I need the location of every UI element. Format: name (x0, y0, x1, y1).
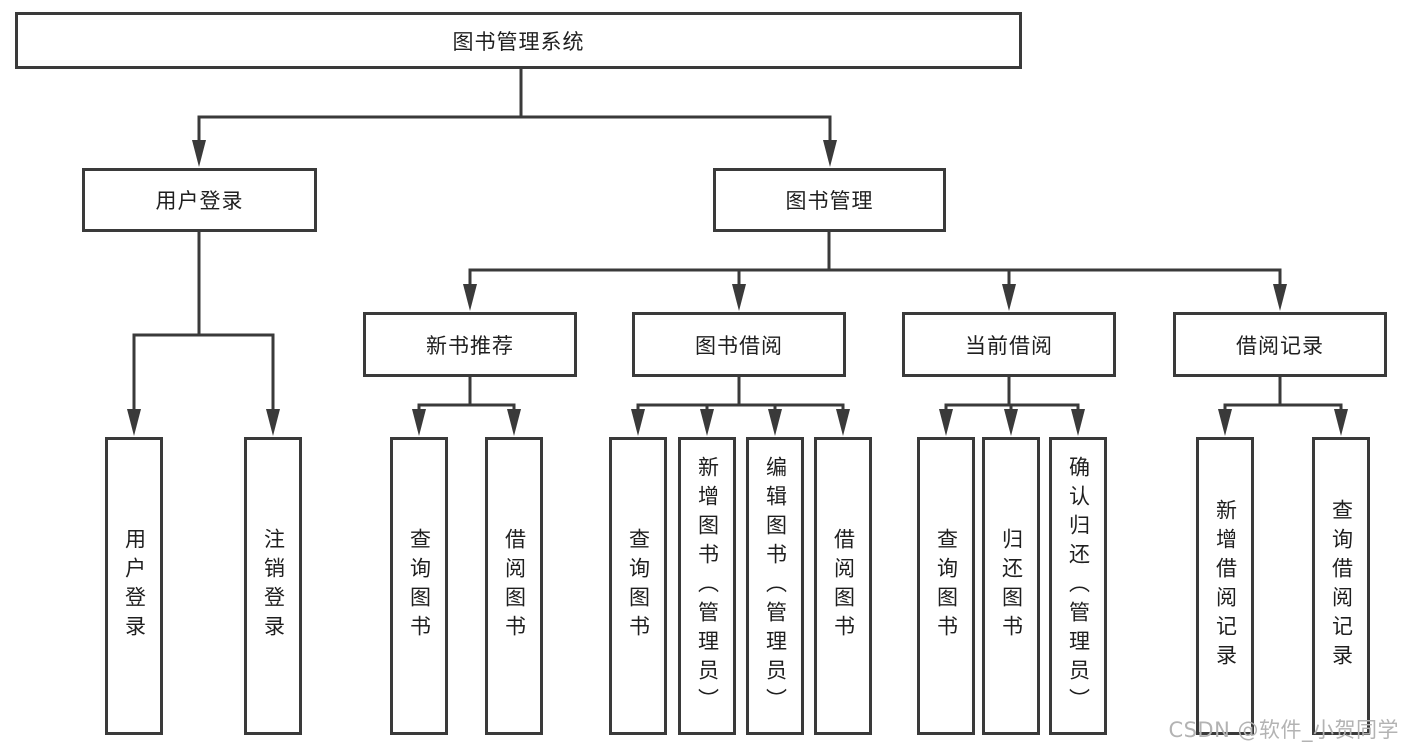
leaf-borrow-edit-label: 编辑图书（管理员） (763, 455, 788, 717)
leaf-newbook-borrow-label: 借阅图书 (502, 528, 527, 644)
connector-borrow-children (631, 375, 850, 436)
node-user-login: 用户登录 (82, 168, 317, 232)
leaf-newbook-query-label: 查询图书 (407, 528, 432, 644)
connector-records-children (1218, 375, 1348, 436)
leaf-borrow-query-label: 查询图书 (626, 528, 651, 644)
node-new-book: 新书推荐 (363, 312, 577, 377)
leaf-current-query: 查询图书 (917, 437, 975, 735)
leaf-records-query-label: 查询借阅记录 (1329, 499, 1354, 673)
leaf-current-return-label: 归还图书 (999, 528, 1024, 644)
leaf-borrow-edit: 编辑图书（管理员） (746, 437, 804, 735)
leaf-records-add: 新增借阅记录 (1196, 437, 1254, 735)
leaf-borrow-borrow-label: 借阅图书 (831, 528, 856, 644)
leaf-current-query-label: 查询图书 (934, 528, 959, 644)
leaf-current-confirm: 确认归还（管理员） (1049, 437, 1107, 735)
node-new-book-label: 新书推荐 (426, 333, 514, 358)
leaf-current-confirm-label: 确认归还（管理员） (1066, 455, 1091, 717)
leaf-borrow-add: 新增图书（管理员） (678, 437, 736, 735)
leaf-user-login-label: 用户登录 (122, 528, 147, 644)
watermark: CSDN @软件_小贺同学 (1168, 718, 1399, 742)
node-borrow: 图书借阅 (632, 312, 846, 377)
node-current-label: 当前借阅 (965, 333, 1053, 358)
node-book-mgmt: 图书管理 (713, 168, 946, 232)
node-user-login-label: 用户登录 (155, 189, 244, 213)
leaf-logout-label: 注销登录 (261, 528, 286, 644)
node-root-label: 图书管理系统 (452, 29, 585, 54)
node-records-label: 借阅记录 (1236, 333, 1324, 358)
node-book-mgmt-label: 图书管理 (785, 189, 874, 213)
connector-root-to-level2 (192, 67, 837, 167)
leaf-logout: 注销登录 (244, 437, 302, 735)
leaf-borrow-add-label: 新增图书（管理员） (695, 455, 720, 717)
leaf-borrow-borrow: 借阅图书 (814, 437, 872, 735)
leaf-newbook-query: 查询图书 (390, 437, 448, 735)
leaf-borrow-query: 查询图书 (609, 437, 667, 735)
leaf-records-add-label: 新增借阅记录 (1213, 499, 1238, 673)
node-root: 图书管理系统 (15, 12, 1022, 69)
leaf-records-query: 查询借阅记录 (1312, 437, 1370, 735)
node-current: 当前借阅 (902, 312, 1116, 377)
leaf-newbook-borrow: 借阅图书 (485, 437, 543, 735)
node-records: 借阅记录 (1173, 312, 1387, 377)
leaf-current-return: 归还图书 (982, 437, 1040, 735)
connector-current-children (939, 375, 1085, 436)
connector-new-book-children (412, 375, 521, 436)
node-borrow-label: 图书借阅 (695, 333, 783, 358)
connector-book-mgmt-to-level3 (463, 230, 1287, 311)
leaf-user-login: 用户登录 (105, 437, 163, 735)
connector-user-login-children (127, 230, 280, 436)
